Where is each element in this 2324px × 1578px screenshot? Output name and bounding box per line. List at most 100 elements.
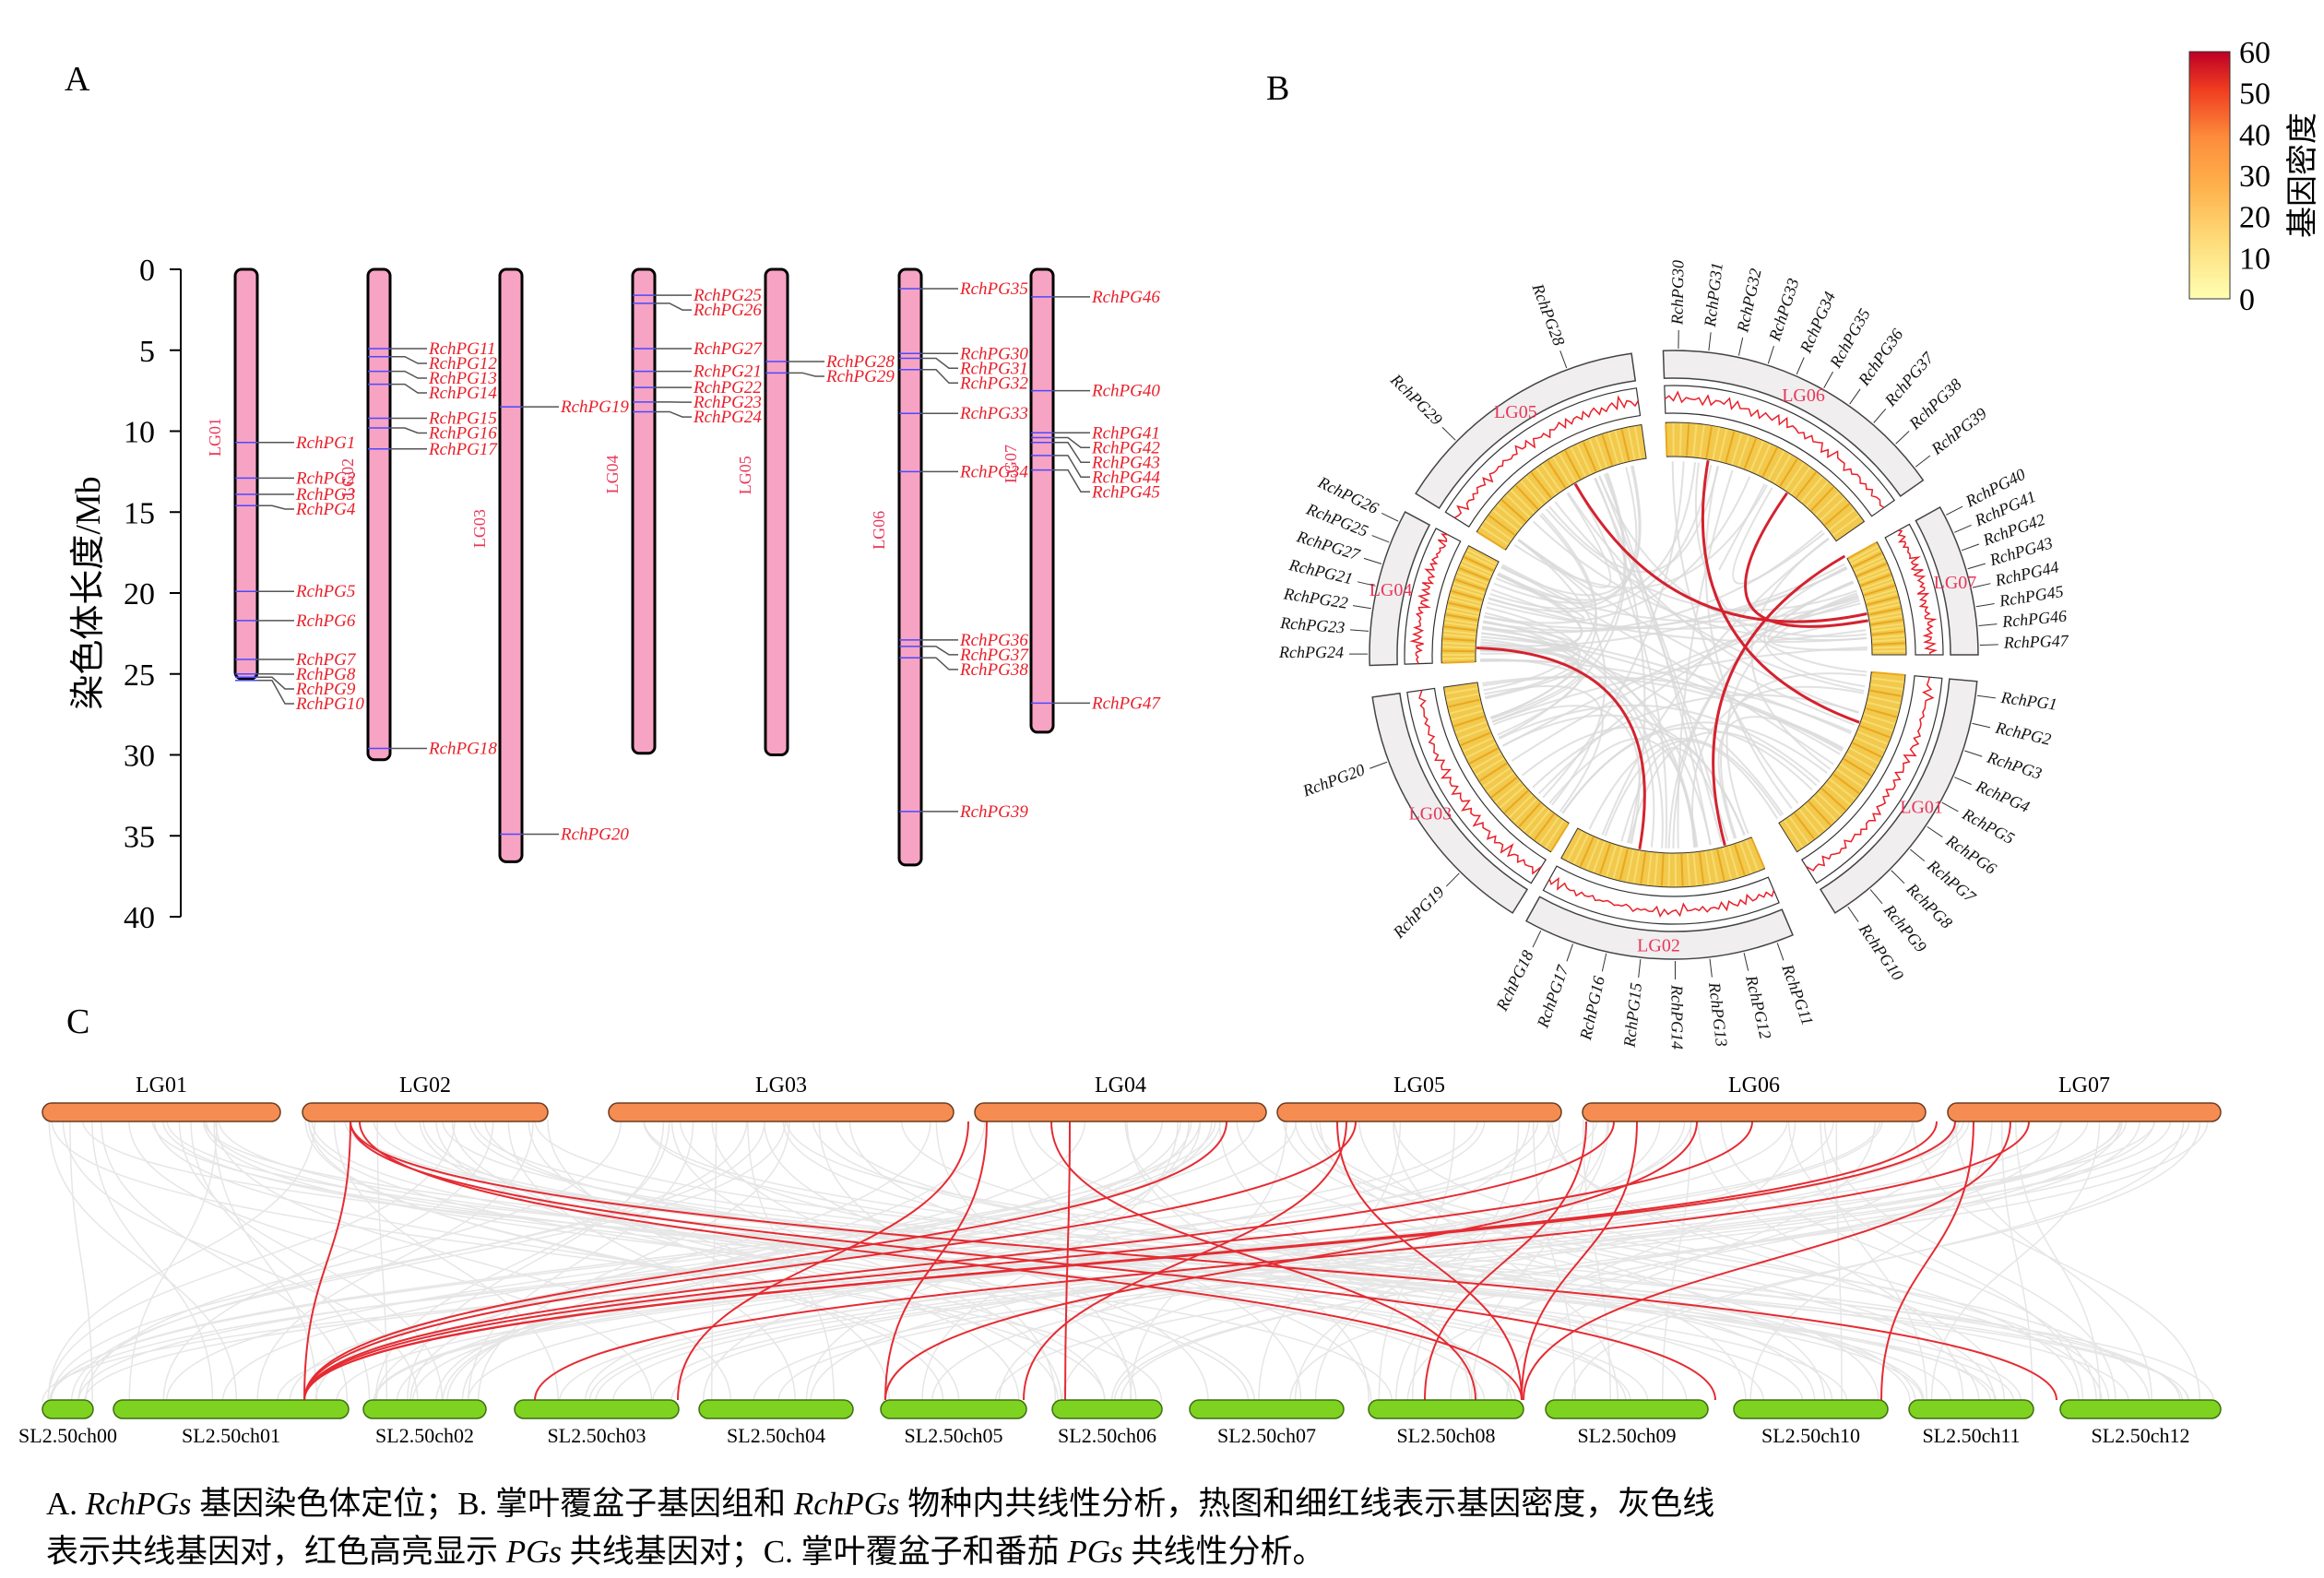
heatmap-streak	[1680, 853, 1684, 886]
heatmap-streak	[1832, 515, 1860, 537]
circos-gene-label-rchpg4: RchPG4	[1973, 777, 2033, 816]
heatmap-streak	[1539, 816, 1559, 845]
heatmap-streak	[1812, 796, 1837, 822]
gray-link	[1628, 730, 1818, 844]
circos-gene-label-rchpg2: RchPG2	[1993, 718, 2053, 748]
gray-link	[1561, 721, 1828, 814]
heatmap-streak	[1612, 847, 1623, 879]
bottom-chromosome-bar	[1545, 1399, 1709, 1419]
red-pg-link	[534, 1121, 2030, 1401]
y-tick-label: 30	[124, 740, 155, 774]
gray-link	[483, 1119, 1627, 1403]
gray-link	[178, 1119, 444, 1403]
gray-link	[100, 1119, 349, 1403]
density-line	[1409, 533, 1449, 665]
heatmap-streak	[1867, 701, 1899, 711]
gene-label-rchpg23: RchPG23	[693, 393, 762, 412]
circos-gene-label-rchpg12: RchPG12	[1742, 973, 1775, 1041]
heatmap-streak	[1722, 848, 1733, 880]
colorbar-gradient	[2188, 51, 2231, 300]
gene-label-rchpg2: RchPG2	[295, 469, 356, 488]
top-chromosome-bar	[1276, 1102, 1562, 1122]
gray-link	[595, 1119, 2122, 1403]
gray-link	[1691, 685, 1865, 848]
density-track-lg03	[1406, 687, 1547, 884]
gene-connector	[390, 383, 427, 394]
gray-link	[411, 1119, 1539, 1403]
bottom-chromosome-bar	[880, 1399, 1027, 1419]
colorbar-tick-label: 10	[2239, 242, 2271, 276]
gray-link	[1517, 492, 1612, 588]
gene-tick	[1954, 777, 1972, 786]
red-pg-link	[1880, 1121, 1974, 1401]
heatmap-streak	[1872, 642, 1905, 647]
bottom-chromosome-bar	[2059, 1399, 2222, 1419]
gray-link	[1483, 620, 1664, 848]
heatmap-streak	[1859, 725, 1891, 739]
heatmap-streak	[1451, 709, 1483, 721]
panel-a-letter: A	[65, 60, 90, 99]
gray-link	[70, 1119, 787, 1403]
gene-label-rchpg4: RchPG4	[295, 500, 356, 519]
heatmap-streak	[1497, 504, 1523, 527]
bottom-chromosome-label: SL2.50ch02	[375, 1424, 474, 1447]
gray-link	[1835, 1119, 1843, 1403]
circos-gene-label-rchpg13: RchPG13	[1705, 980, 1731, 1048]
colorbar-title: 基因密度	[2285, 113, 2320, 238]
chromosome-bar-lg05	[764, 267, 789, 756]
gray-link	[1497, 573, 1860, 623]
caption-fragment: A.	[46, 1486, 86, 1522]
gene-label-rchpg12: RchPG12	[428, 354, 497, 374]
heatmap-streak	[1614, 430, 1625, 463]
top-chromosome-label: LG07	[2058, 1074, 2110, 1097]
gray-link	[1732, 487, 1823, 585]
heatmap-streak	[1640, 851, 1647, 884]
gray-link	[166, 1119, 1998, 1403]
heatmap-streak	[1460, 731, 1491, 746]
gene-tick	[1891, 870, 1905, 884]
heatmap-streak	[1855, 559, 1886, 575]
heatmap-streak	[1860, 573, 1891, 587]
heatmap-streak	[1699, 425, 1705, 457]
gray-link	[1113, 1119, 2140, 1403]
sector-label-lg04: LG04	[1370, 580, 1413, 600]
heatmap-streak	[1515, 484, 1539, 510]
heatmap-streak	[1678, 423, 1682, 457]
heatmap-streak	[1731, 433, 1743, 465]
gray-link	[1704, 466, 1793, 810]
heatmap-streak	[1492, 509, 1519, 531]
top-chromosome-bar	[302, 1102, 549, 1122]
heatmap-track-lg05	[1476, 423, 1647, 551]
heatmap-streak	[1452, 582, 1485, 595]
outer-ring-lg03	[1371, 692, 1529, 914]
red-pg-link	[1701, 459, 1860, 724]
heatmap-streak	[1756, 444, 1772, 475]
gray-link	[50, 1119, 1216, 1403]
heatmap-streak	[1443, 625, 1476, 632]
gene-label-rchpg35: RchPG35	[959, 279, 1028, 299]
heatmap-streak	[1870, 683, 1903, 691]
bottom-chromosome-label: SL2.50ch03	[548, 1424, 646, 1447]
gene-tick	[1967, 563, 1986, 570]
colorbar-tick-label: 40	[2239, 118, 2271, 152]
gene-label-rchpg20: RchPG20	[560, 825, 629, 844]
bottom-chromosome-bar	[1733, 1399, 1889, 1419]
bottom-chromosome-label: SL2.50ch05	[905, 1424, 1003, 1447]
gene-label-rchpg37: RchPG37	[959, 646, 1029, 665]
gray-synteny-bundle	[42, 1119, 2215, 1403]
gray-link	[1480, 638, 1655, 848]
gray-link	[1484, 611, 1699, 848]
gray-link	[375, 1119, 1086, 1403]
gene-label-rchpg32: RchPG32	[959, 374, 1028, 393]
gene-tick	[1978, 623, 1998, 627]
heatmap-streak	[1868, 607, 1902, 616]
red-pg-link	[303, 1121, 1938, 1401]
gene-tick	[1975, 603, 1995, 608]
gene-label-rchpg9: RchPG9	[295, 680, 356, 699]
y-tick-label: 10	[124, 416, 155, 450]
gray-link	[1482, 675, 1853, 733]
heatmap-track-lg06	[1665, 421, 1866, 542]
y-tick-label: 15	[124, 496, 155, 530]
gray-link	[1393, 1119, 2110, 1403]
density-track-lg01	[1801, 675, 1943, 884]
